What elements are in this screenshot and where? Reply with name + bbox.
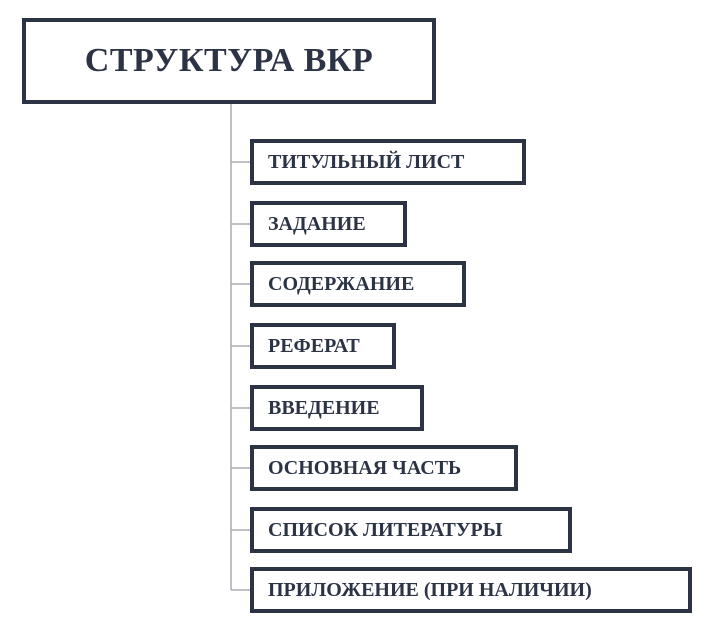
root-node: СТРУКТУРА ВКР [22,18,436,104]
node-label: ТИТУЛЬНЫЙ ЛИСТ [268,150,465,173]
node-label: СОДЕРЖАНИЕ [268,272,415,295]
node-contents: СОДЕРЖАНИЕ [250,261,466,307]
node-label: ЗАДАНИЕ [268,212,366,235]
node-assignment: ЗАДАНИЕ [250,201,407,247]
node-label: ВВЕДЕНИЕ [268,396,380,419]
node-introduction: ВВЕДЕНИЕ [250,385,424,431]
node-title-page: ТИТУЛЬНЫЙ ЛИСТ [250,139,526,185]
node-abstract: РЕФЕРАТ [250,323,396,369]
node-label: ОСНОВНАЯ ЧАСТЬ [268,456,462,479]
node-label: РЕФЕРАТ [268,334,360,357]
node-main-part: ОСНОВНАЯ ЧАСТЬ [250,445,518,491]
node-references: СПИСОК ЛИТЕРАТУРЫ [250,507,572,553]
node-appendix: ПРИЛОЖЕНИЕ (ПРИ НАЛИЧИИ) [250,567,692,613]
root-title: СТРУКТУРА ВКР [84,42,374,79]
node-label: СПИСОК ЛИТЕРАТУРЫ [268,518,503,541]
node-label: ПРИЛОЖЕНИЕ (ПРИ НАЛИЧИИ) [268,578,592,601]
